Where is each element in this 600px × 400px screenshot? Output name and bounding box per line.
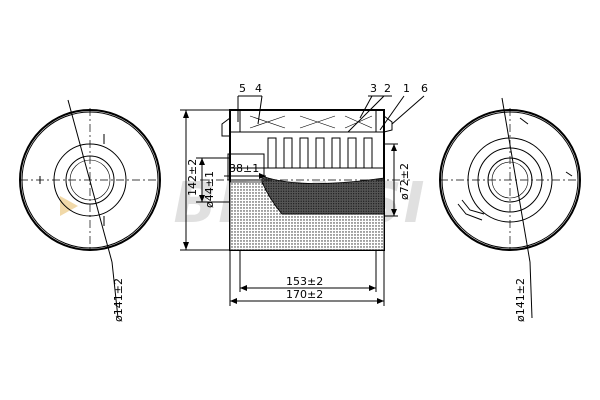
length-inner-label: 153±2: [286, 275, 323, 288]
right-diameter-label: ø141±2: [514, 278, 527, 322]
right-end-view: ø141±2: [439, 97, 581, 322]
middle-diameter-label: ø72±2: [398, 163, 411, 200]
inner-depth-label: 38±1: [229, 162, 259, 175]
left-end-view: ø141±2: [19, 99, 161, 322]
callout-4: 4: [255, 82, 262, 95]
callout-1: 1: [403, 82, 410, 95]
callout-6: 6: [421, 82, 428, 95]
side-section-view: 142±2 ø44±1 38±1 ø72±2 153±2 170±2: [180, 82, 428, 306]
callouts: 5 4 3 2 1 6: [237, 82, 428, 133]
filter-ribs: [267, 137, 373, 169]
callout-2: 2: [384, 82, 391, 95]
callout-5: 5: [239, 82, 246, 95]
watermark-logo-mark: [60, 196, 78, 216]
left-diameter-label: ø141±2: [112, 278, 125, 322]
callout-3: 3: [370, 82, 377, 95]
filter-media-dark: [261, 175, 385, 215]
inner-diameter-label: ø44±1: [203, 171, 216, 208]
length-outer-label: 170±2: [286, 288, 323, 301]
height-label: 142±2: [186, 159, 199, 196]
